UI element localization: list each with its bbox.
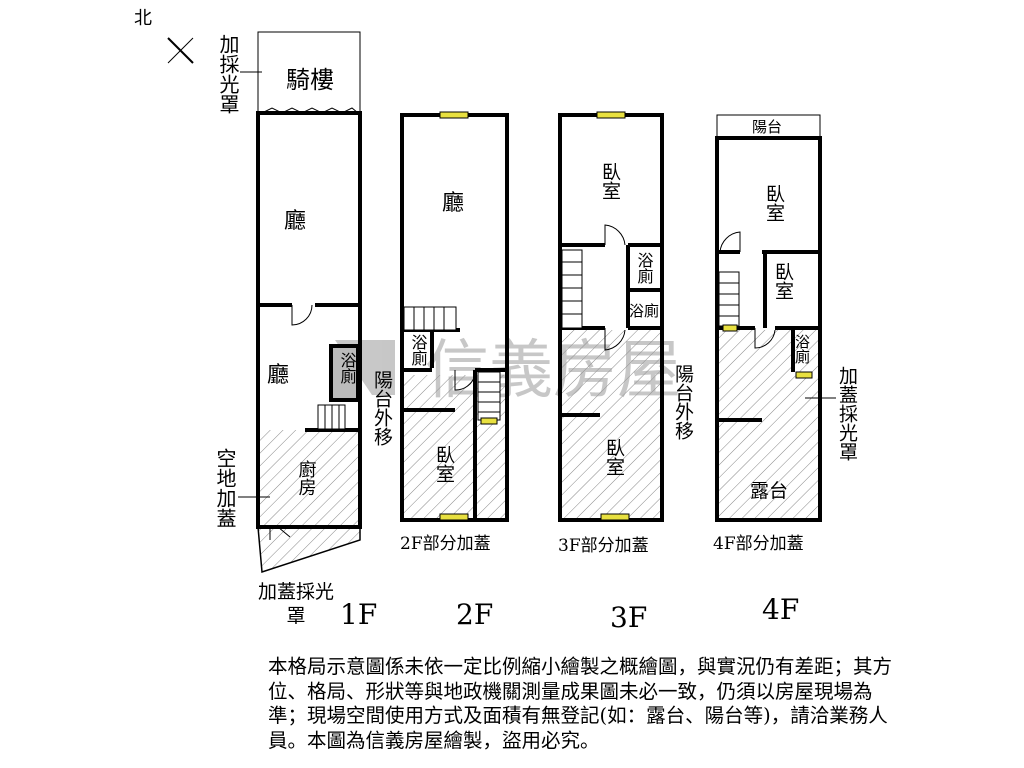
watermark: 信義房屋 <box>335 334 681 408</box>
room-label: 浴廁 <box>635 252 654 285</box>
note-label: 陽台外移 <box>371 370 393 446</box>
note-label: 2F部分加蓋 <box>400 534 491 554</box>
room-label: 廳 <box>267 363 289 388</box>
compass-label: 北 <box>134 8 152 29</box>
room-label: 臥室 <box>433 445 455 483</box>
hatch-1f <box>260 430 358 526</box>
room-label: 浴廁 <box>409 334 428 367</box>
room-label: 臥室 <box>599 162 621 200</box>
room-label: 騎樓 <box>286 66 334 94</box>
floor-label: 4F <box>762 593 799 626</box>
room-label: 廳 <box>284 209 306 234</box>
note-label: 加採光罩 <box>216 34 240 114</box>
note-label: 空地加蓋 <box>213 448 237 528</box>
room-label: 浴廁 <box>793 334 811 365</box>
room-label: 浴廁 <box>629 302 659 320</box>
note-label: 4F部分加蓋 <box>713 534 804 554</box>
disclaimer-text: 本格局示意圖係未依一定比例縮小繪製之概繪圖，與實況仍有差距；其方位、格局、形狀等… <box>268 655 893 752</box>
doors <box>269 224 776 540</box>
room-label: 陽台 <box>752 118 782 136</box>
note-label: 3F部分加蓋 <box>558 536 649 556</box>
canopy-edge <box>261 107 359 114</box>
hatch-3f <box>562 330 660 519</box>
room-label: 臥室 <box>763 184 785 222</box>
windows <box>439 111 813 521</box>
floor-label: 2F <box>456 598 493 631</box>
room-label: 浴廁 <box>338 352 357 385</box>
room-label: 廳 <box>442 191 464 216</box>
note-label: 加蓋採光罩 <box>836 366 858 461</box>
floor-label: 3F <box>610 601 647 634</box>
stairs <box>317 249 740 430</box>
canopy-1f <box>257 526 361 574</box>
floor-label: 1F <box>340 598 377 631</box>
note-label: 加蓋採光罩 <box>257 581 334 627</box>
room-label: 臥室 <box>772 262 794 300</box>
note-label: 陽台外移 <box>672 364 694 440</box>
hatch-4f <box>719 330 818 519</box>
room-label: 廚房 <box>296 459 317 496</box>
svg-text:信義房屋: 信義房屋 <box>425 334 681 408</box>
compass-north-icon: 北 <box>134 8 194 64</box>
room-label: 臥室 <box>603 438 625 476</box>
room-label: 露台 <box>750 480 788 502</box>
